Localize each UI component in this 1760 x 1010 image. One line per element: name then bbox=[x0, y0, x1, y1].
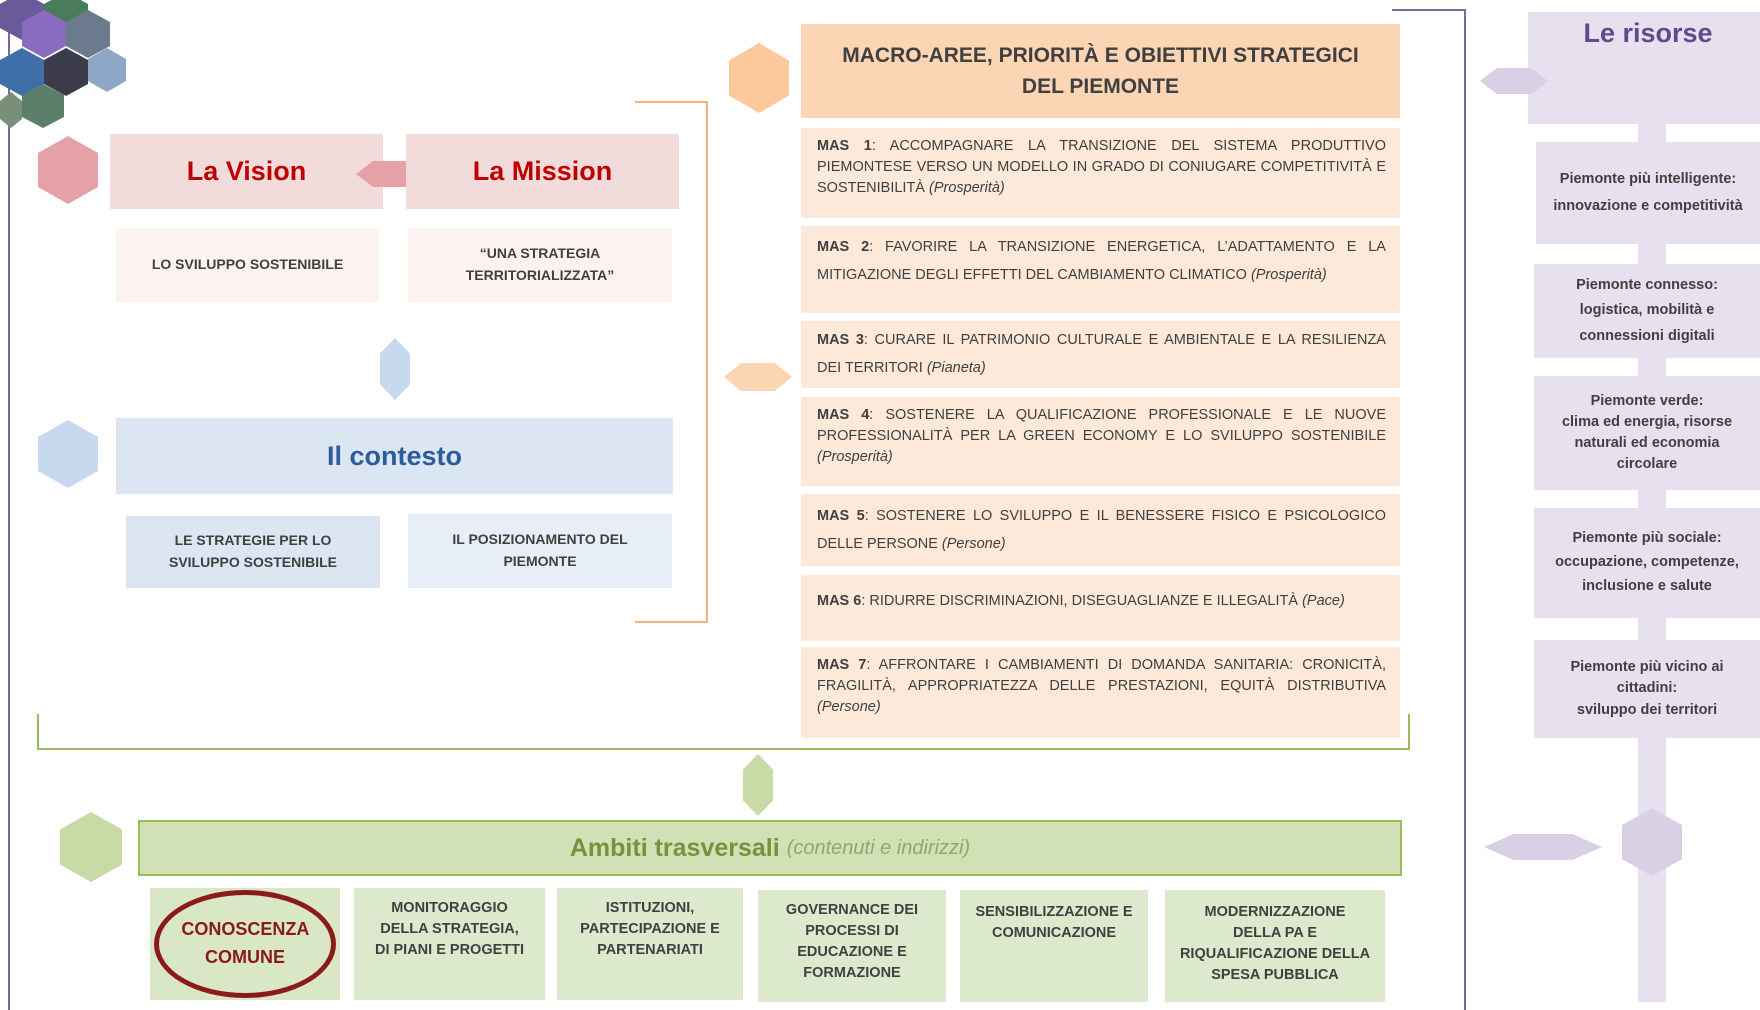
risorse-item-line: sviluppo dei territori bbox=[1576, 701, 1718, 718]
mas-tag: (Pianeta) bbox=[926, 359, 986, 376]
risorse-title: Le risorse bbox=[1583, 18, 1713, 48]
vision-title-box: La Vision bbox=[110, 134, 383, 209]
ambiti-title-box: Ambiti trasversali (contenuti e indirizz… bbox=[138, 820, 1402, 876]
risorse-item-line: connessioni digitali bbox=[1579, 327, 1715, 344]
ambiti-item-conoscenza-text: CONOSCENZA COMUNE bbox=[181, 919, 310, 967]
risorse-bottom-hexagon-icon bbox=[1622, 808, 1682, 876]
mas-item-1: MAS 1: ACCOMPAGNARE LA TRANSIZIONE DEL S… bbox=[801, 128, 1400, 218]
risorse-connector-icon bbox=[1480, 68, 1548, 94]
risorse-item-2: Piemonte connesso: logistica, mobilità e… bbox=[1534, 264, 1760, 358]
contesto-box-posizionamento-text: IL POSIZIONAMENTO DEL PIEMONTE bbox=[452, 531, 628, 569]
mas-text: : AFFRONTARE I CAMBIAMENTI DI DOMANDA SA… bbox=[817, 657, 1386, 695]
logo-hex bbox=[66, 10, 110, 58]
contesto-title-box: Il contesto bbox=[116, 418, 673, 494]
contesto-box-strategie: LE STRATEGIE PER LO SVILUPPO SOSTENIBILE bbox=[126, 516, 380, 588]
mas-tag: (Prosperità) bbox=[929, 180, 1005, 197]
ambiti-item-text: GOVERNANCE DEI PROCESSI DI EDUCAZIONE E … bbox=[785, 902, 919, 982]
ambiti-item-text: MODERNIZZAZIONE DELLA PA E RIQUALIFICAZI… bbox=[1179, 904, 1371, 984]
ambiti-connector-icon bbox=[743, 754, 773, 816]
ambiti-subtitle: (contenuti e indirizzi) bbox=[786, 836, 971, 859]
ambiti-item-text: ISTITUZIONI, PARTECIPAZIONE E PARTENARIA… bbox=[580, 900, 720, 959]
logo-hex bbox=[22, 84, 64, 128]
risorse-item-line: Piemonte più intelligente: bbox=[1559, 171, 1737, 188]
mas-item-6: MAS 6: RIDURRE DISCRIMINAZIONI, DISEGUAG… bbox=[801, 575, 1400, 641]
mas-tag: (Persone) bbox=[817, 699, 881, 716]
mas-text: : ACCOMPAGNARE LA TRANSIZIONE DEL SISTEM… bbox=[817, 138, 1386, 197]
ambiti-item-monitoraggio: MONITORAGGIO DELLA STRATEGIA, DI PIANI E… bbox=[354, 888, 545, 1000]
macro-title-box: MACRO-AREE, PRIORITÀ E OBIETTIVI STRATEG… bbox=[801, 24, 1400, 118]
contesto-box-strategie-text: LE STRATEGIE PER LO SVILUPPO SOSTENIBILE bbox=[168, 532, 338, 570]
mas-text: : RIDURRE DISCRIMINAZIONI, DISEGUAGLIANZ… bbox=[861, 593, 1303, 609]
risorse-ambiti-connector-icon bbox=[1484, 834, 1602, 860]
risorse-item-line: logistica, mobilità e bbox=[1579, 302, 1715, 319]
macro-title: MACRO-AREE, PRIORITÀ E OBIETTIVI STRATEG… bbox=[842, 43, 1359, 99]
mas-tag: (Pace) bbox=[1302, 593, 1345, 609]
risorse-item-line: innovazione e competitività bbox=[1553, 198, 1743, 214]
risorse-item-line: clima ed energia, risorse naturali ed ec… bbox=[1561, 413, 1733, 473]
mas-code: MAS 7 bbox=[817, 657, 867, 673]
contesto-box-posizionamento: IL POSIZIONAMENTO DEL PIEMONTE bbox=[408, 514, 672, 588]
mas-text: : CURARE IL PATRIMONIO CULTURALE E AMBIE… bbox=[817, 332, 1386, 376]
risorse-item-5: Piemonte più vicino ai cittadini: svilup… bbox=[1534, 640, 1760, 738]
logo-hex bbox=[88, 48, 126, 92]
ambiti-item-modernizzazione: MODERNIZZAZIONE DELLA PA E RIQUALIFICAZI… bbox=[1165, 890, 1385, 1002]
mas-tag: (Persone) bbox=[941, 535, 1006, 552]
risorse-item-4: Piemonte più sociale: occupazione, compe… bbox=[1534, 508, 1760, 618]
highlight-ellipse: CONOSCENZA COMUNE bbox=[154, 890, 336, 998]
mas-code: MAS 1 bbox=[817, 138, 872, 154]
ambiti-title: Ambiti trasversali bbox=[569, 833, 780, 862]
mas-tag: (Prosperità) bbox=[1250, 266, 1327, 283]
ambiti-item-conoscenza: CONOSCENZA COMUNE bbox=[150, 888, 340, 1000]
ambiti-item-text: MONITORAGGIO DELLA STRATEGIA, DI PIANI E… bbox=[374, 900, 525, 959]
mission-text: “UNA STRATEGIA TERRITORIALIZZATA” bbox=[465, 245, 615, 283]
vision-contesto-connector-icon bbox=[380, 338, 410, 400]
green-bracket bbox=[37, 714, 1410, 750]
risorse-item-line: Piemonte più vicino ai cittadini: bbox=[1570, 659, 1724, 697]
mas-text: : FAVORIRE LA TRANSIZIONE ENERGETICA, L’… bbox=[817, 239, 1386, 283]
mas-item-5: MAS 5: SOSTENERE LO SVILUPPO E IL BENESS… bbox=[801, 494, 1400, 566]
ambiti-hexagon-icon bbox=[60, 812, 122, 882]
ambiti-item-sensibilizzazione: SENSIBILIZZAZIONE E COMUNICAZIONE bbox=[960, 890, 1148, 1002]
vision-title: La Vision bbox=[186, 156, 307, 186]
mas-item-3: MAS 3: CURARE IL PATRIMONIO CULTURALE E … bbox=[801, 321, 1400, 388]
mas-text: : SOSTENERE LO SVILUPPO E IL BENESSERE F… bbox=[817, 508, 1386, 552]
mission-title-box: La Mission bbox=[406, 134, 679, 209]
mas-code: MAS 5 bbox=[817, 508, 865, 524]
mas-code: MAS 6 bbox=[817, 593, 862, 609]
mas-item-7: MAS 7: AFFRONTARE I CAMBIAMENTI DI DOMAN… bbox=[801, 647, 1400, 738]
risorse-item-1: Piemonte più intelligente: innovazione e… bbox=[1536, 142, 1760, 244]
ambiti-item-governance: GOVERNANCE DEI PROCESSI DI EDUCAZIONE E … bbox=[758, 890, 946, 1002]
ambiti-item-istituzioni: ISTITUZIONI, PARTECIPAZIONE E PARTENARIA… bbox=[557, 888, 743, 1000]
risorse-item-line: inclusione e salute bbox=[1582, 577, 1712, 594]
logo bbox=[0, 0, 130, 130]
mas-code: MAS 3 bbox=[817, 332, 864, 348]
vision-hexagon-icon bbox=[38, 136, 98, 204]
orange-bracket bbox=[635, 101, 708, 623]
vision-text: LO SVILUPPO SOSTENIBILE bbox=[151, 256, 344, 273]
left-frame-line bbox=[8, 0, 10, 1010]
mission-text-box: “UNA STRATEGIA TERRITORIALIZZATA” bbox=[408, 228, 672, 302]
mas-item-4: MAS 4: SOSTENERE LA QUALIFICAZIONE PROFE… bbox=[801, 397, 1400, 486]
macro-connector-icon bbox=[724, 363, 792, 391]
mas-code: MAS 4 bbox=[817, 407, 870, 423]
risorse-item-line: Piemonte verde: bbox=[1590, 392, 1704, 409]
macro-hexagon-icon bbox=[729, 43, 789, 113]
contesto-hexagon-icon bbox=[38, 420, 98, 488]
contesto-title: Il contesto bbox=[326, 440, 462, 471]
logo-hex bbox=[0, 92, 22, 128]
mas-code: MAS 2 bbox=[817, 239, 870, 255]
mission-title: La Mission bbox=[472, 156, 613, 186]
right-frame-line bbox=[1464, 9, 1466, 1010]
risorse-item-line: occupazione, competenze, bbox=[1555, 554, 1739, 571]
risorse-title-box: Le risorse bbox=[1528, 12, 1760, 124]
ambiti-item-text: SENSIBILIZZAZIONE E COMUNICAZIONE bbox=[975, 904, 1133, 942]
mas-tag: (Prosperità) bbox=[817, 449, 893, 466]
risorse-item-line: Piemonte più sociale: bbox=[1572, 530, 1722, 547]
mas-text: : SOSTENERE LA QUALIFICAZIONE PROFESSION… bbox=[817, 407, 1386, 445]
risorse-item-3: Piemonte verde: clima ed energia, risors… bbox=[1534, 376, 1760, 490]
vision-text-box: LO SVILUPPO SOSTENIBILE bbox=[116, 228, 379, 302]
mas-item-2: MAS 2: FAVORIRE LA TRANSIZIONE ENERGETIC… bbox=[801, 226, 1400, 313]
top-frame-line bbox=[1392, 9, 1466, 11]
risorse-item-line: Piemonte connesso: bbox=[1576, 276, 1718, 293]
